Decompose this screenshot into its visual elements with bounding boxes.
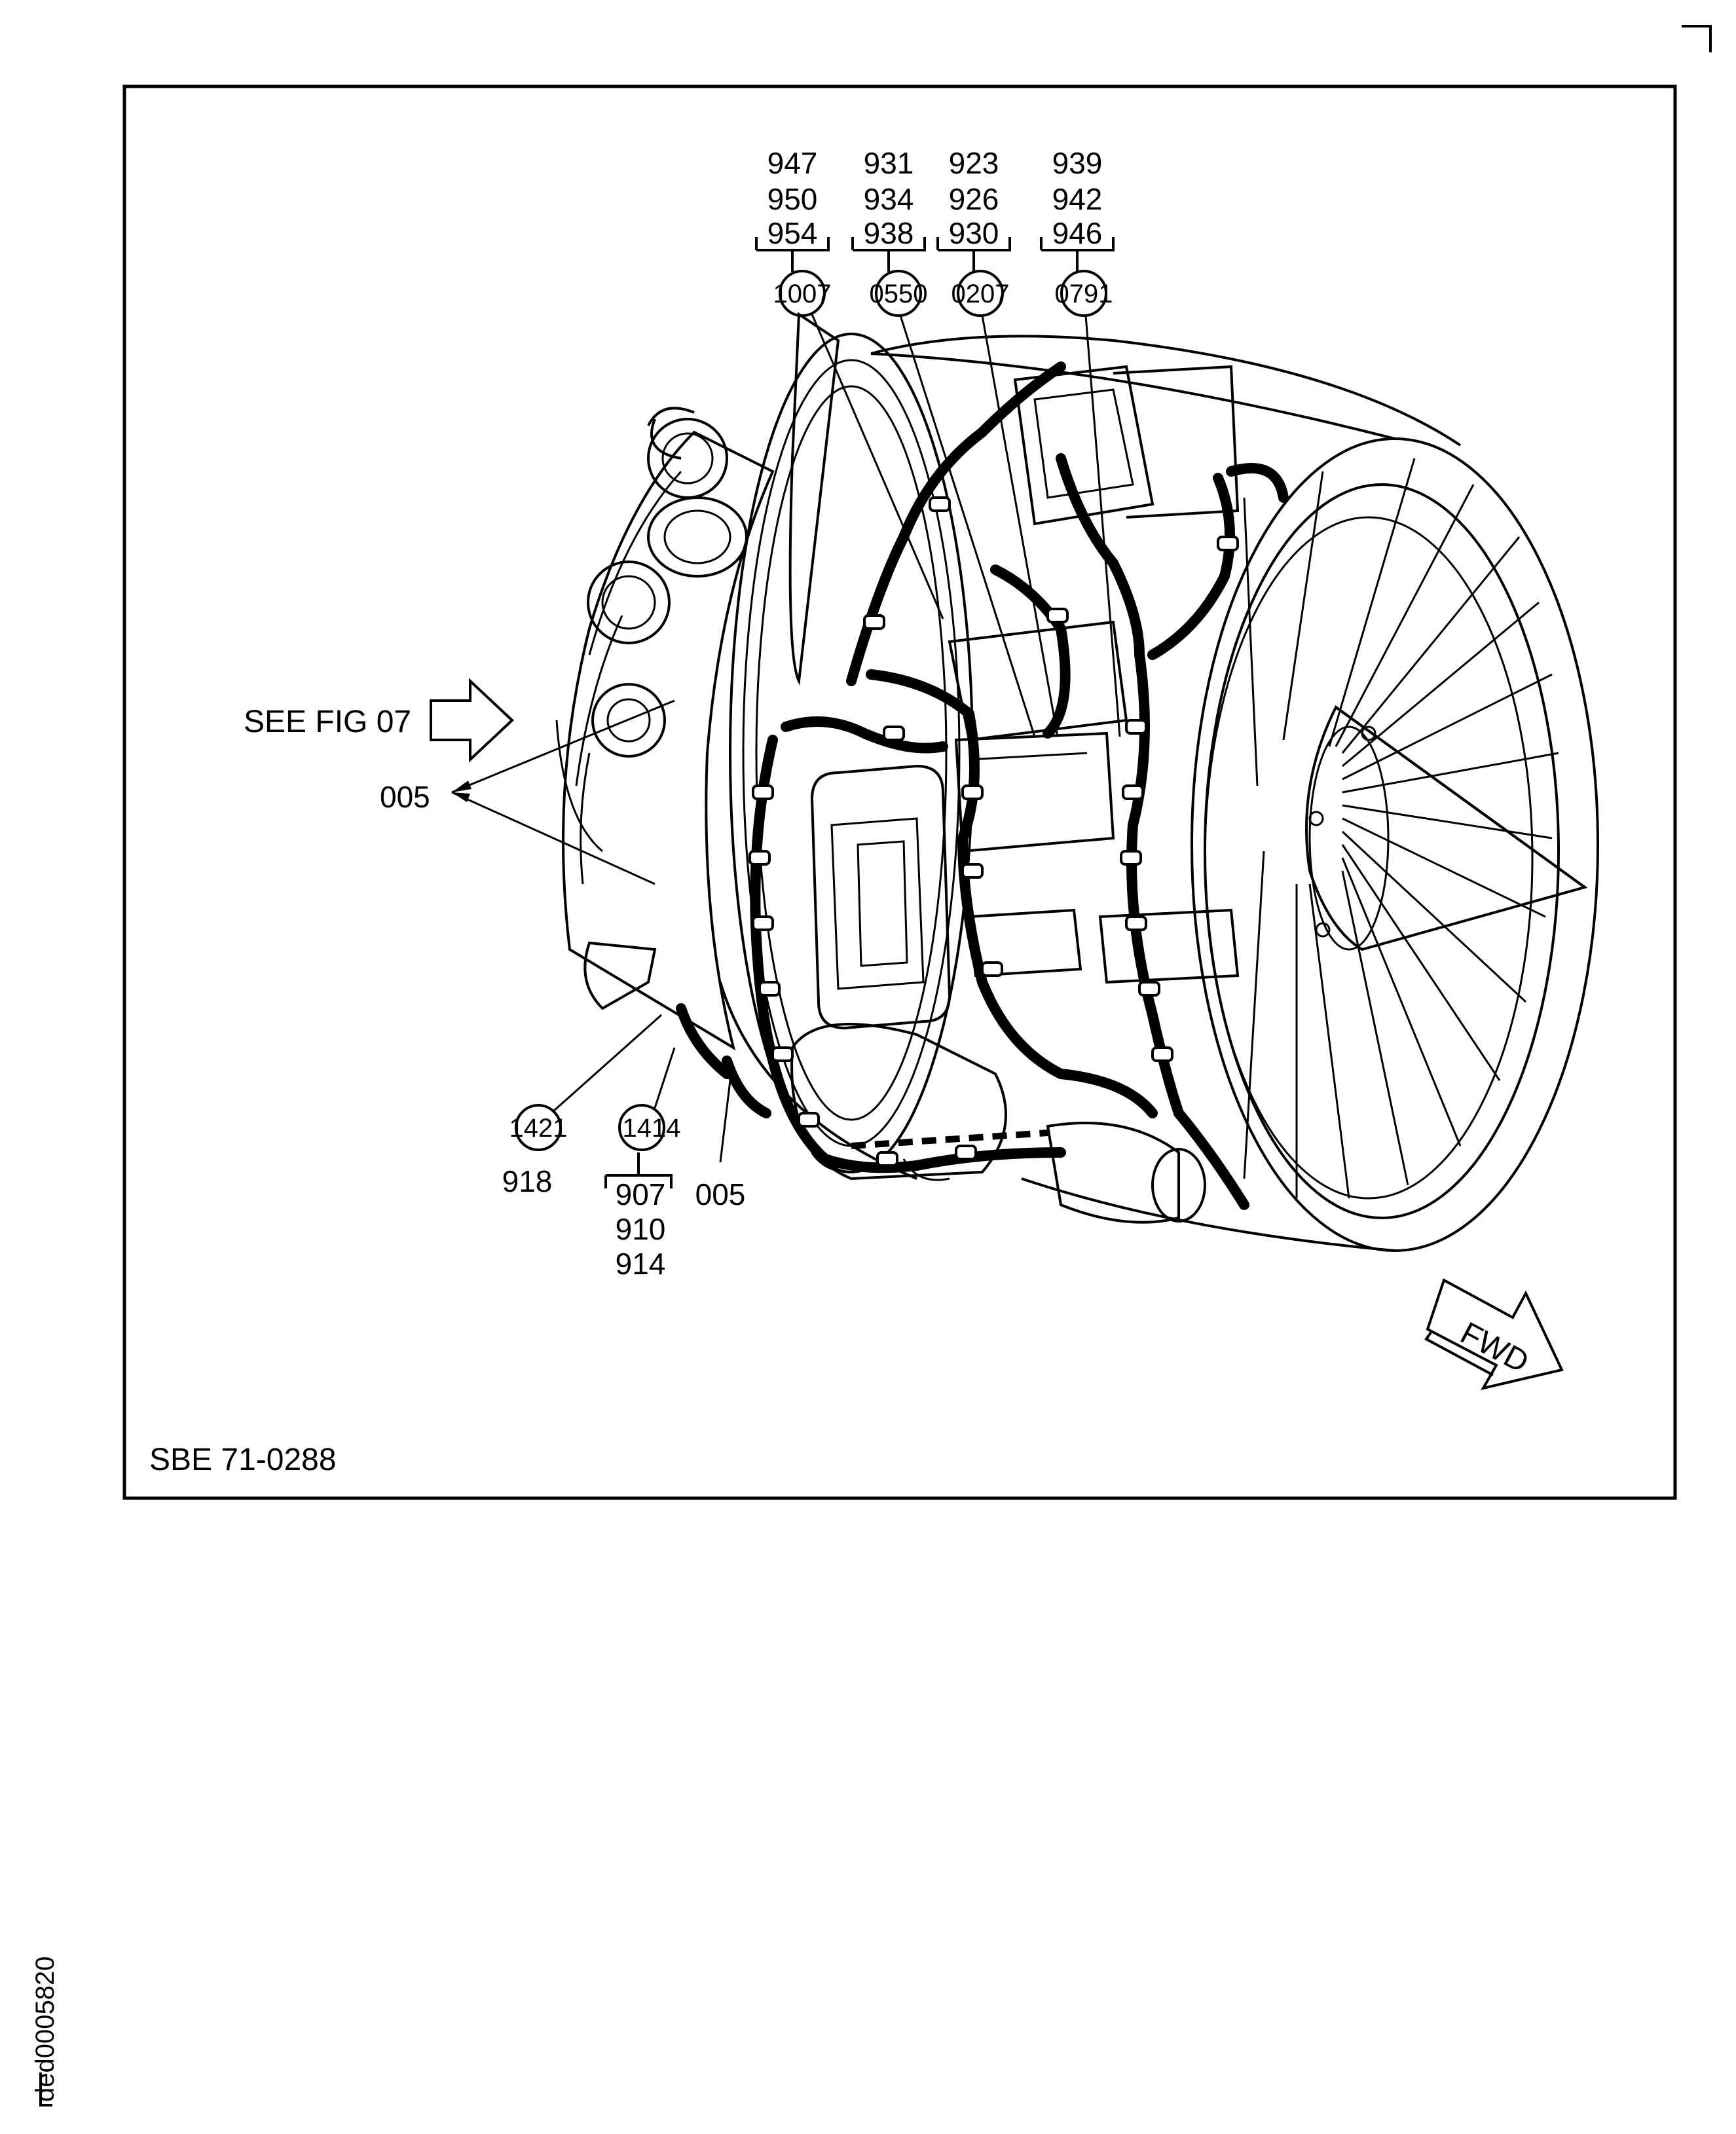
- callout-bubble: 0791: [1055, 280, 1113, 308]
- bottom-callout-005: 005: [695, 1080, 746, 1211]
- callout-bubble: 0207: [951, 280, 1010, 308]
- callout-number: 939: [1052, 146, 1103, 180]
- callout-number: 005: [380, 780, 430, 814]
- callout-number: 931: [864, 146, 914, 180]
- callout-number: 934: [864, 182, 914, 216]
- see-fig-reference: SEE FIG 07: [244, 678, 514, 763]
- callout-bubble: 1007: [773, 280, 832, 308]
- callout-number: 946: [1052, 216, 1103, 250]
- callout-number: 914: [616, 1247, 666, 1281]
- frame-label: SBE 71-0288: [149, 1443, 337, 1477]
- see-fig-label: SEE FIG 07: [244, 705, 411, 739]
- callout-bubble: 0550: [870, 280, 928, 308]
- callout-number: 907: [616, 1177, 666, 1211]
- callout-bubble: 1421: [509, 1114, 568, 1143]
- callout-number: 930: [949, 216, 999, 250]
- bottom-callout-1421: 1421 918: [502, 1014, 662, 1198]
- top-callout-4: 939 942 946 0791: [1040, 146, 1121, 737]
- figure-frame: [122, 84, 1677, 1500]
- top-callout-1: 947 950 954 1007: [755, 146, 944, 619]
- callout-number: 938: [864, 216, 914, 250]
- callout-number: 942: [1052, 182, 1103, 216]
- top-callout-3: 923 926 930 0207: [936, 146, 1059, 737]
- fwd-arrow-icon: [1426, 1278, 1564, 1390]
- corner-mark: [1682, 25, 1712, 52]
- callout-number: 918: [502, 1164, 553, 1198]
- bottom-callout-1414: 1414 907 910 914: [604, 1047, 681, 1281]
- harness-clamps: [748, 496, 1239, 1167]
- callout-bubble: 1414: [623, 1114, 681, 1143]
- callout-number: 950: [767, 182, 818, 216]
- side-id: ded0005820: [31, 1957, 60, 2102]
- see-fig-arrow-icon: [430, 678, 514, 763]
- callout-number: 947: [767, 146, 818, 180]
- top-callout-2: 931 934 938 0550: [851, 146, 1036, 737]
- fan-blades: [1243, 458, 1559, 1199]
- callout-number: 910: [616, 1212, 666, 1246]
- callout-number: 926: [949, 182, 999, 216]
- left-callout-005: 005: [380, 699, 675, 885]
- callout-number: 005: [695, 1177, 746, 1211]
- callout-number: 923: [949, 146, 999, 180]
- fwd-indicator: FWD: [1424, 1278, 1564, 1390]
- callout-number: 954: [767, 216, 818, 250]
- engine-illustration: [555, 312, 1599, 1252]
